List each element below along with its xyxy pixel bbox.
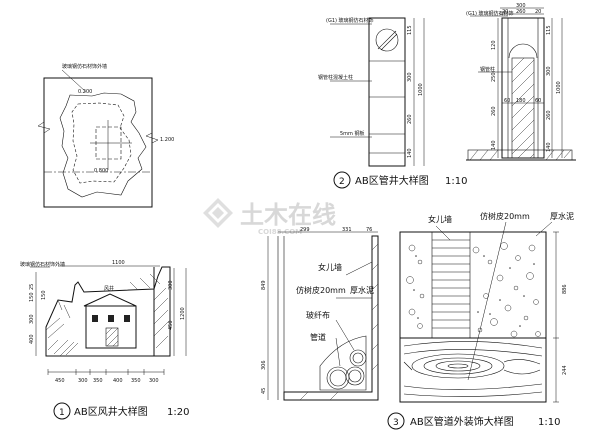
fan-note: 玻璃钢仿石材饰外墙 — [20, 261, 65, 268]
fan-top-dim: 1100 — [112, 260, 125, 266]
shaft-a-dim-3: 260 — [407, 114, 413, 124]
title-3: 3 AB区管道外装饰大样图 1:10 — [387, 412, 560, 430]
shaft-b-top-2: 260 — [516, 9, 526, 15]
shaft-a-label-0: (G1) 玻璃钢仿石材饰 — [326, 17, 374, 24]
fan-ldim-3: 400 — [29, 334, 35, 344]
title-1-label: AB区风井大样图 — [74, 405, 148, 418]
shaft-b-label-1: 钢管柱 — [480, 66, 495, 73]
shaft-b-label-0: (G1) 玻璃钢仿石材饰 — [466, 10, 514, 17]
fan-rdim-1: 450 — [168, 320, 174, 330]
diamond-logo-icon — [203, 198, 233, 228]
fan-rdim-0: 300 — [168, 280, 174, 290]
watermark: 土木在线 COI88.COM — [203, 198, 336, 236]
title-1: 1 AB区风井大样图 1:20 — [53, 402, 189, 420]
pipe-b-label-0: 女儿墙 — [428, 214, 452, 224]
shaft-b-rdim-2: 1000 — [556, 81, 562, 94]
shaft-b-top-1: 20 — [502, 9, 508, 15]
title-2-label: AB区管井大样图 — [355, 174, 429, 187]
pipe-a-top-1: 331 — [342, 227, 352, 233]
pipe-a-label-0: 女儿墙 — [318, 262, 342, 272]
pipe-a-ldim-2: 45 — [261, 388, 267, 394]
title-3-num: 3 — [393, 418, 399, 428]
pipe-a-label-3: 玻纤布 — [306, 310, 330, 320]
shaft-b-top-0: 300 — [516, 3, 526, 9]
fan-bdim-3: 400 — [113, 378, 123, 384]
title-3-scale: 1:10 — [538, 417, 560, 428]
title-2: 2 AB区管井大样图 1:10 — [333, 171, 467, 189]
shaft-b-rdim-0: 115 — [546, 25, 552, 35]
pipe-b-label-1: 仿树皮20mm — [480, 211, 530, 221]
pipe-deco-elevation: 女儿墙 仿树皮20mm 厚水泥 886 244 — [399, 211, 574, 403]
plan-note: 玻璃钢仿石材饰外墙 — [62, 63, 107, 70]
shaft-a-label-2: 5mm 钢板 — [340, 130, 365, 137]
title-2-num: 2 — [339, 177, 345, 187]
watermark-text: 土木在线 — [240, 201, 336, 229]
pipe-b-rdim-1: 244 — [562, 365, 568, 375]
shaft-a-dim-1: 300 — [407, 72, 413, 82]
shaft-b-rdim-1: 300 — [546, 66, 552, 76]
title-1-scale: 1:20 — [167, 407, 189, 418]
shaft-b-mid-1: 180 — [516, 98, 526, 104]
pipe-a-top-2: 76 — [366, 227, 372, 233]
shaft-b-ldim-3: 140 — [491, 140, 497, 150]
plan-dim-1: 0.200 — [78, 89, 92, 95]
plan-dim-2: 0.800 — [94, 168, 108, 174]
plan-dim-3: 1.200 — [160, 137, 174, 143]
title-3-label: AB区管道外装饰大样图 — [410, 415, 514, 428]
pipe-b-rdim-0: 886 — [562, 284, 568, 294]
shaft-b-rdim-3: 260 — [546, 110, 552, 120]
fan-label: 风井 — [104, 285, 114, 292]
fan-ldim-0: 25 — [29, 284, 35, 290]
pipe-a-top-0: 299 — [300, 227, 310, 233]
plan-detail: 玻璃钢仿石材饰外墙 0.200 0.800 1.200 — [37, 63, 174, 208]
pipe-a-label-1: 仿树皮20mm — [296, 285, 346, 295]
fan-bdim-2: 350 — [93, 378, 103, 384]
title-1-num: 1 — [59, 408, 65, 418]
title-2-scale: 1:10 — [445, 176, 467, 187]
pipe-a-ldim-1: 306 — [261, 360, 267, 370]
shaft-a-dim-2: 1000 — [418, 83, 424, 96]
shaft-b-ldim-0: 120 — [491, 40, 497, 50]
pipe-shaft-front: (G1) 玻璃钢仿石材饰 钢管柱混凝土柱 5mm 钢板 115 300 1000… — [318, 17, 425, 167]
fan-rdim-2: 1200 — [180, 307, 186, 320]
shaft-b-mid-0: 60 — [504, 98, 510, 104]
shaft-a-dim-0: 115 — [407, 25, 413, 35]
pipe-a-label-2: 厚水泥 — [350, 285, 374, 295]
pipe-a-ldim-0: 849 — [261, 280, 267, 290]
shaft-a-dim-4: 140 — [407, 148, 413, 158]
fan-bdim-0: 450 — [55, 378, 65, 384]
shaft-a-label-1: 钢管柱混凝土柱 — [318, 74, 353, 81]
pipe-deco-section: 299 331 76 女儿墙 仿树皮20mm 厚水泥 玻纤布 管道 8 — [261, 227, 379, 401]
shaft-b-rdim-4: 140 — [546, 142, 552, 152]
fan-bdim-5: 300 — [149, 378, 159, 384]
shaft-b-top-3: 20 — [535, 9, 541, 15]
fan-ldim-4: 150 — [41, 290, 47, 300]
fan-shaft-detail: 玻璃钢仿石材饰外墙 1100 风井 450 300 350 400 350 — [20, 260, 187, 384]
pipe-a-label-4: 管道 — [310, 332, 326, 342]
fan-bdim-1: 300 — [78, 378, 88, 384]
pipe-shaft-section: 300 20 260 20 60 180 60 (G1) 玻璃钢仿石材饰 钢管柱… — [466, 3, 576, 161]
shaft-b-mid-2: 60 — [535, 98, 541, 104]
fan-ldim-1: 150 — [29, 292, 35, 302]
fan-bdim-4: 350 — [131, 378, 141, 384]
shaft-b-ldim-1: 250 — [491, 72, 497, 82]
pipe-b-label-2: 厚水泥 — [550, 211, 574, 221]
fan-ldim-2: 300 — [29, 314, 35, 324]
shaft-b-ldim-2: 260 — [491, 106, 497, 116]
